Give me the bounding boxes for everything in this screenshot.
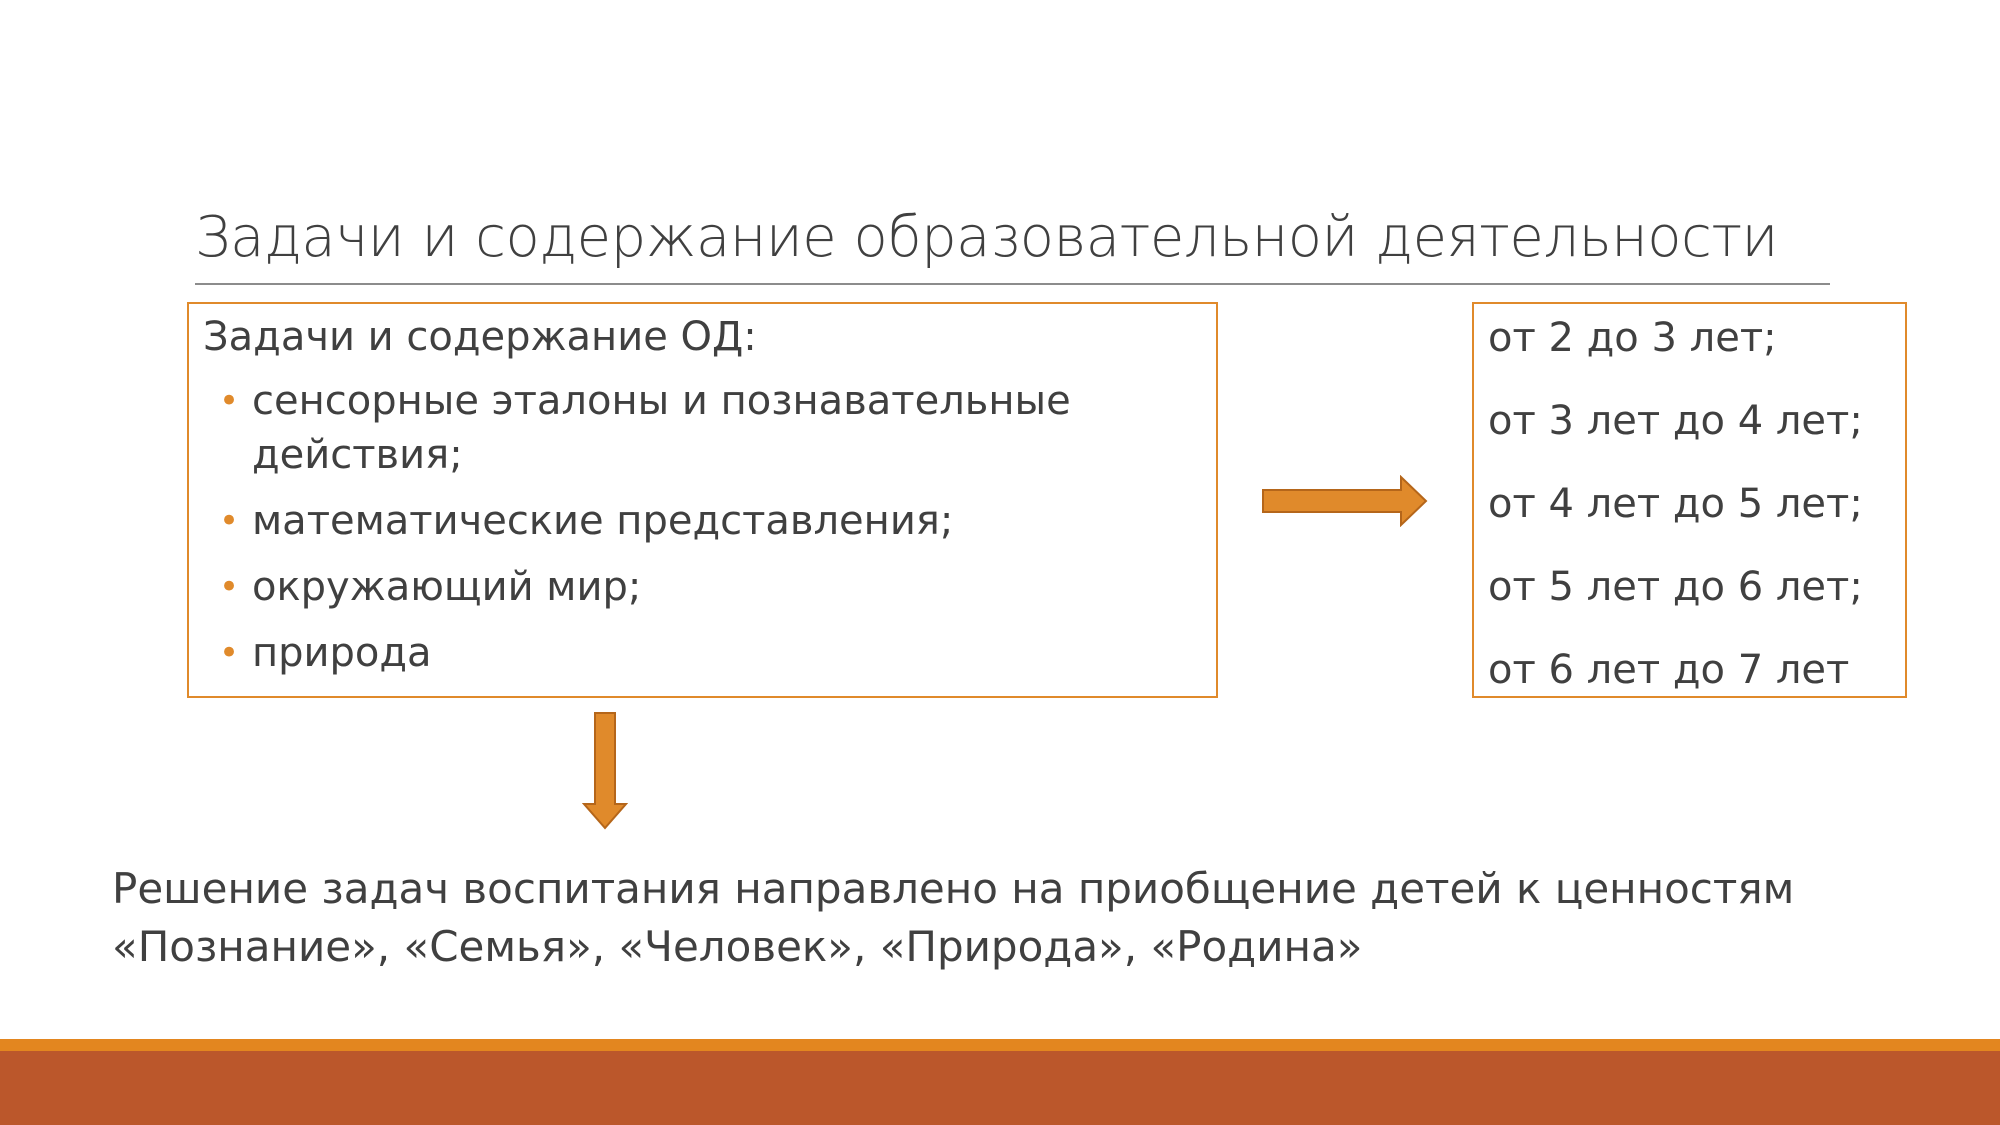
arrow-right-icon bbox=[1262, 475, 1428, 527]
list-item-text: математические представления; bbox=[252, 498, 954, 544]
bullet-dot-icon: • bbox=[219, 381, 240, 421]
age-groups-box: от 2 до 3 лет; от 3 лет до 4 лет; от 4 л… bbox=[1472, 302, 1907, 698]
age-group-item: от 6 лет до 7 лет bbox=[1488, 647, 1850, 693]
tasks-heading: Задачи и содержание ОД: bbox=[203, 314, 757, 360]
list-item: • окружающий мир; bbox=[219, 560, 1179, 614]
list-item: • математические представления; bbox=[219, 494, 1179, 548]
conclusion-line-1: Решение задач воспитания направлено на п… bbox=[112, 864, 1795, 913]
conclusion-text: Решение задач воспитания направлено на п… bbox=[112, 860, 1912, 976]
age-group-item: от 2 до 3 лет; bbox=[1488, 315, 1777, 361]
tasks-list: • сенсорные эталоны и познавательные дей… bbox=[219, 374, 1179, 692]
list-item: • природа bbox=[219, 626, 1179, 680]
age-group-item: от 3 лет до 4 лет; bbox=[1488, 398, 1863, 444]
age-group-item: от 4 лет до 5 лет; bbox=[1488, 481, 1863, 527]
slide-title: Задачи и содержание образовательной деят… bbox=[195, 205, 1778, 270]
conclusion-line-2: «Познание», «Семья», «Человек», «Природа… bbox=[112, 922, 1363, 971]
arrow-down-icon bbox=[582, 712, 628, 830]
footer-band-light bbox=[0, 1039, 2000, 1051]
bullet-dot-icon: • bbox=[219, 567, 240, 607]
list-item-text: окружающий мир; bbox=[252, 564, 642, 610]
list-item: • сенсорные эталоны и познавательные дей… bbox=[219, 374, 1179, 482]
age-group-item: от 5 лет до 6 лет; bbox=[1488, 564, 1863, 610]
footer-band-dark bbox=[0, 1051, 2000, 1125]
list-item-text: сенсорные эталоны и познавательные дейст… bbox=[252, 378, 1071, 478]
list-item-text: природа bbox=[252, 630, 432, 676]
tasks-box: Задачи и содержание ОД: • сенсорные этал… bbox=[187, 302, 1218, 698]
bullet-dot-icon: • bbox=[219, 501, 240, 541]
age-groups-list: от 2 до 3 лет; от 3 лет до 4 лет; от 4 л… bbox=[1488, 312, 1863, 727]
bullet-dot-icon: • bbox=[219, 633, 240, 673]
title-underline bbox=[195, 283, 1830, 285]
